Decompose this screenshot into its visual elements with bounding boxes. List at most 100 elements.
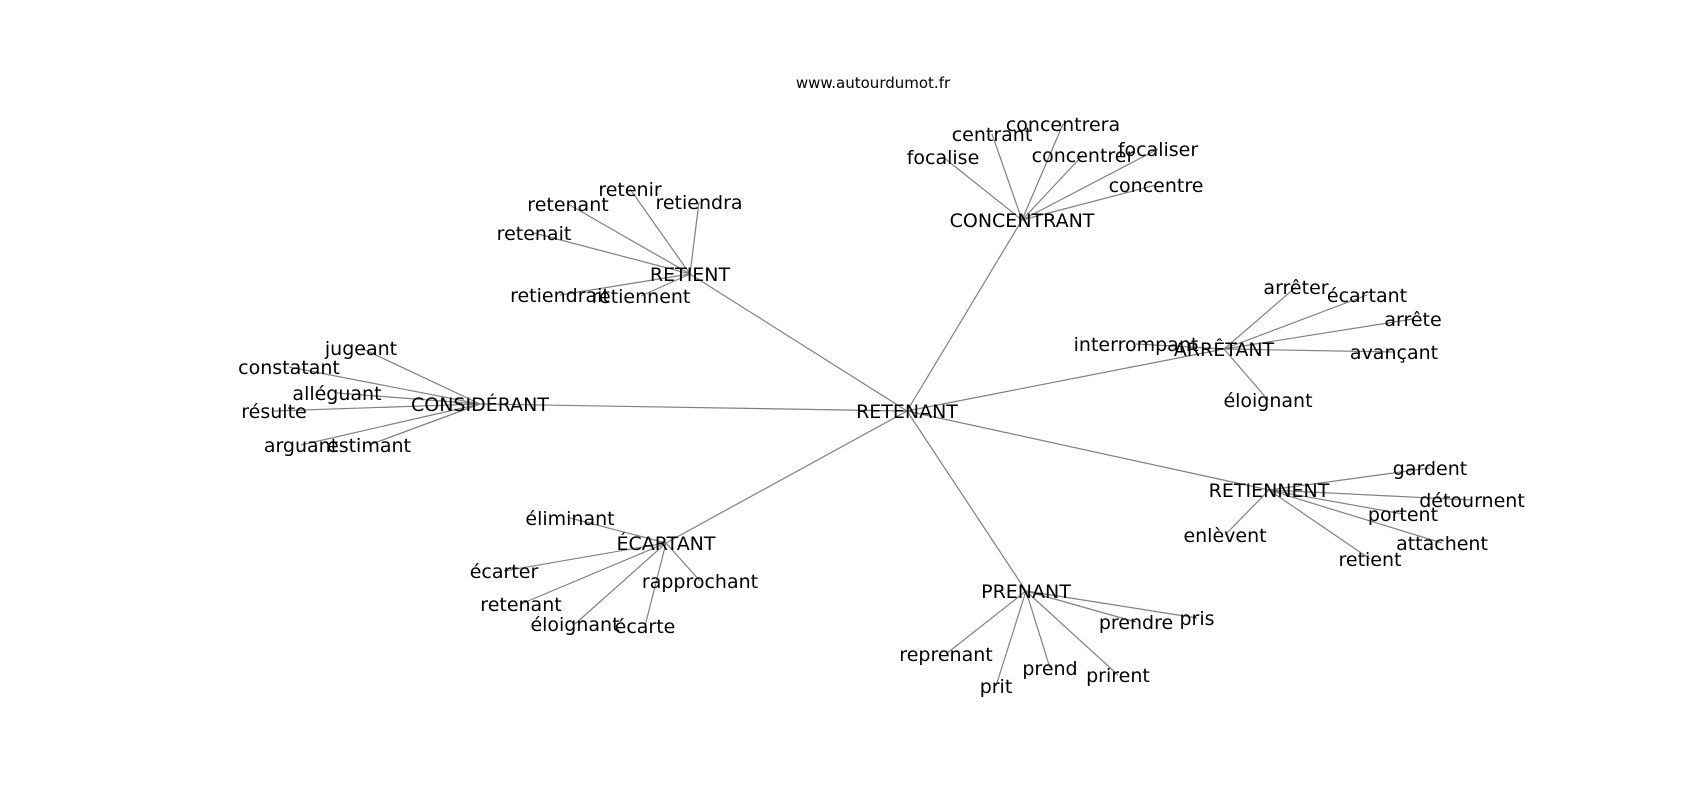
leaf-node-label: concentrer bbox=[1032, 145, 1135, 167]
hub-node-label: RETIENNENT bbox=[1209, 480, 1330, 502]
labels: RETENANTCONCENTRANTconcentreracentrantco… bbox=[238, 114, 1525, 698]
leaf-node-label: interrompant bbox=[1074, 334, 1199, 356]
edge-center-hub bbox=[689, 273, 908, 412]
edge-hub-leaf bbox=[368, 403, 481, 446]
leaf-node-label: rapprochant bbox=[642, 571, 758, 593]
hub-node-label: CONCENTRANT bbox=[950, 210, 1095, 232]
leaf-node-label: retenant bbox=[527, 194, 608, 216]
leaf-node-label: concentre bbox=[1109, 175, 1204, 197]
edge-center-hub bbox=[906, 348, 1225, 412]
leaf-node-label: alléguant bbox=[292, 383, 381, 405]
edge-hub-leaf bbox=[300, 403, 481, 446]
edge-hub-leaf bbox=[1025, 590, 1119, 676]
edge-hub-leaf bbox=[665, 542, 701, 582]
leaf-node-label: retiendrait bbox=[510, 285, 610, 307]
leaf-node-label: retient bbox=[1339, 549, 1402, 571]
edge-hub-leaf bbox=[1021, 184, 1157, 221]
edge-hub-leaf bbox=[360, 347, 481, 405]
edge-hub-leaf bbox=[1268, 489, 1404, 515]
leaf-node-label: retenant bbox=[480, 594, 561, 616]
hub-node-label: ÉCARTANT bbox=[616, 532, 715, 555]
edge-hub-leaf bbox=[567, 203, 691, 275]
edge-hub-leaf bbox=[644, 542, 667, 627]
edge-hub-leaf bbox=[273, 403, 481, 412]
leaf-node-label: prit bbox=[980, 676, 1013, 698]
edge-hub-leaf bbox=[1224, 489, 1270, 536]
center-node-label: RETENANT bbox=[856, 401, 958, 423]
leaf-node-label: portent bbox=[1368, 504, 1438, 526]
edge-center-hub bbox=[665, 410, 908, 544]
leaf-node-label: retiendra bbox=[655, 192, 742, 214]
leaf-node-label: pris bbox=[1179, 608, 1214, 630]
edge-hub-leaf bbox=[1021, 154, 1084, 221]
leaf-node-label: centrant bbox=[952, 124, 1033, 146]
leaf-node-label: focaliser bbox=[1118, 139, 1199, 161]
edge-hub-leaf bbox=[1223, 294, 1368, 350]
leaf-node-label: enlèvent bbox=[1183, 525, 1266, 547]
hub-node-label: ARRÊTANT bbox=[1174, 338, 1275, 361]
edge-hub-leaf bbox=[629, 188, 691, 275]
edges bbox=[273, 123, 1473, 687]
edge-hub-leaf bbox=[945, 590, 1027, 655]
leaf-node-label: écarter bbox=[470, 561, 539, 583]
edge-center-hub bbox=[906, 410, 1270, 491]
edge-hub-leaf bbox=[689, 201, 700, 275]
edge-hub-leaf bbox=[942, 156, 1023, 221]
source-label: www.autourdumot.fr bbox=[796, 74, 951, 92]
leaf-node-label: reprenant bbox=[899, 644, 992, 666]
leaf-node-label: écartant bbox=[1327, 285, 1407, 307]
leaf-node-label: estimant bbox=[327, 435, 411, 457]
leaf-node-label: avançant bbox=[1350, 342, 1438, 364]
edge-hub-leaf bbox=[503, 542, 667, 572]
edge-hub-leaf bbox=[1268, 489, 1473, 501]
edge-hub-leaf bbox=[1025, 590, 1051, 669]
edge-hub-leaf bbox=[1223, 348, 1269, 401]
leaf-node-label: prendre bbox=[1099, 612, 1173, 634]
edge-hub-leaf bbox=[520, 542, 667, 605]
leaf-node-label: arrêter bbox=[1263, 277, 1328, 299]
edge-hub-leaf bbox=[991, 133, 1023, 221]
leaf-node-label: retenait bbox=[497, 223, 572, 245]
edge-hub-leaf bbox=[574, 542, 667, 625]
edge-hub-leaf bbox=[533, 232, 691, 275]
leaf-node-label: éloignant bbox=[530, 614, 619, 636]
edge-hub-leaf bbox=[1223, 286, 1297, 350]
hub-node-label: PRENANT bbox=[981, 581, 1071, 603]
edge-hub-leaf bbox=[288, 366, 481, 405]
leaf-node-label: retiennent bbox=[592, 286, 691, 308]
edge-center-hub bbox=[906, 219, 1023, 412]
edge-hub-leaf bbox=[1268, 489, 1371, 560]
leaf-node-label: prirent bbox=[1086, 665, 1150, 687]
leaf-node-label: arrête bbox=[1384, 309, 1441, 331]
leaf-node-label: détournent bbox=[1419, 490, 1525, 512]
hub-node-label: CONSIDÉRANT bbox=[411, 393, 549, 416]
edge-hub-leaf bbox=[1223, 348, 1395, 353]
edge-hub-leaf bbox=[336, 392, 481, 405]
leaf-node-label: jugeant bbox=[324, 338, 397, 360]
leaf-node-label: prend bbox=[1022, 658, 1077, 680]
edge-hub-leaf bbox=[1025, 590, 1137, 623]
leaf-node-label: gardent bbox=[1393, 458, 1467, 480]
hub-node-label: RETIENT bbox=[650, 264, 731, 286]
leaf-node-label: concentrera bbox=[1006, 114, 1120, 136]
edge-hub-leaf bbox=[640, 273, 691, 297]
leaf-node-label: arguant bbox=[264, 435, 338, 457]
edge-hub-leaf bbox=[995, 590, 1027, 687]
edge-center-hub bbox=[906, 410, 1027, 592]
edge-hub-leaf bbox=[1135, 343, 1225, 350]
edge-hub-leaf bbox=[559, 273, 691, 296]
edge-hub-leaf bbox=[1223, 318, 1414, 350]
leaf-node-label: éliminant bbox=[525, 508, 614, 530]
leaf-node-label: constatant bbox=[238, 357, 340, 379]
edge-hub-leaf bbox=[1268, 467, 1431, 491]
edge-hub-leaf bbox=[1268, 489, 1443, 544]
leaf-node-label: attachent bbox=[1396, 533, 1488, 555]
edge-hub-leaf bbox=[1021, 148, 1159, 221]
leaf-node-label: résulte bbox=[241, 401, 306, 423]
leaf-node-label: focalise bbox=[907, 147, 980, 169]
edge-center-hub bbox=[479, 403, 908, 412]
leaf-node-label: retenir bbox=[598, 179, 662, 201]
leaf-node-label: éloignant bbox=[1223, 390, 1312, 412]
